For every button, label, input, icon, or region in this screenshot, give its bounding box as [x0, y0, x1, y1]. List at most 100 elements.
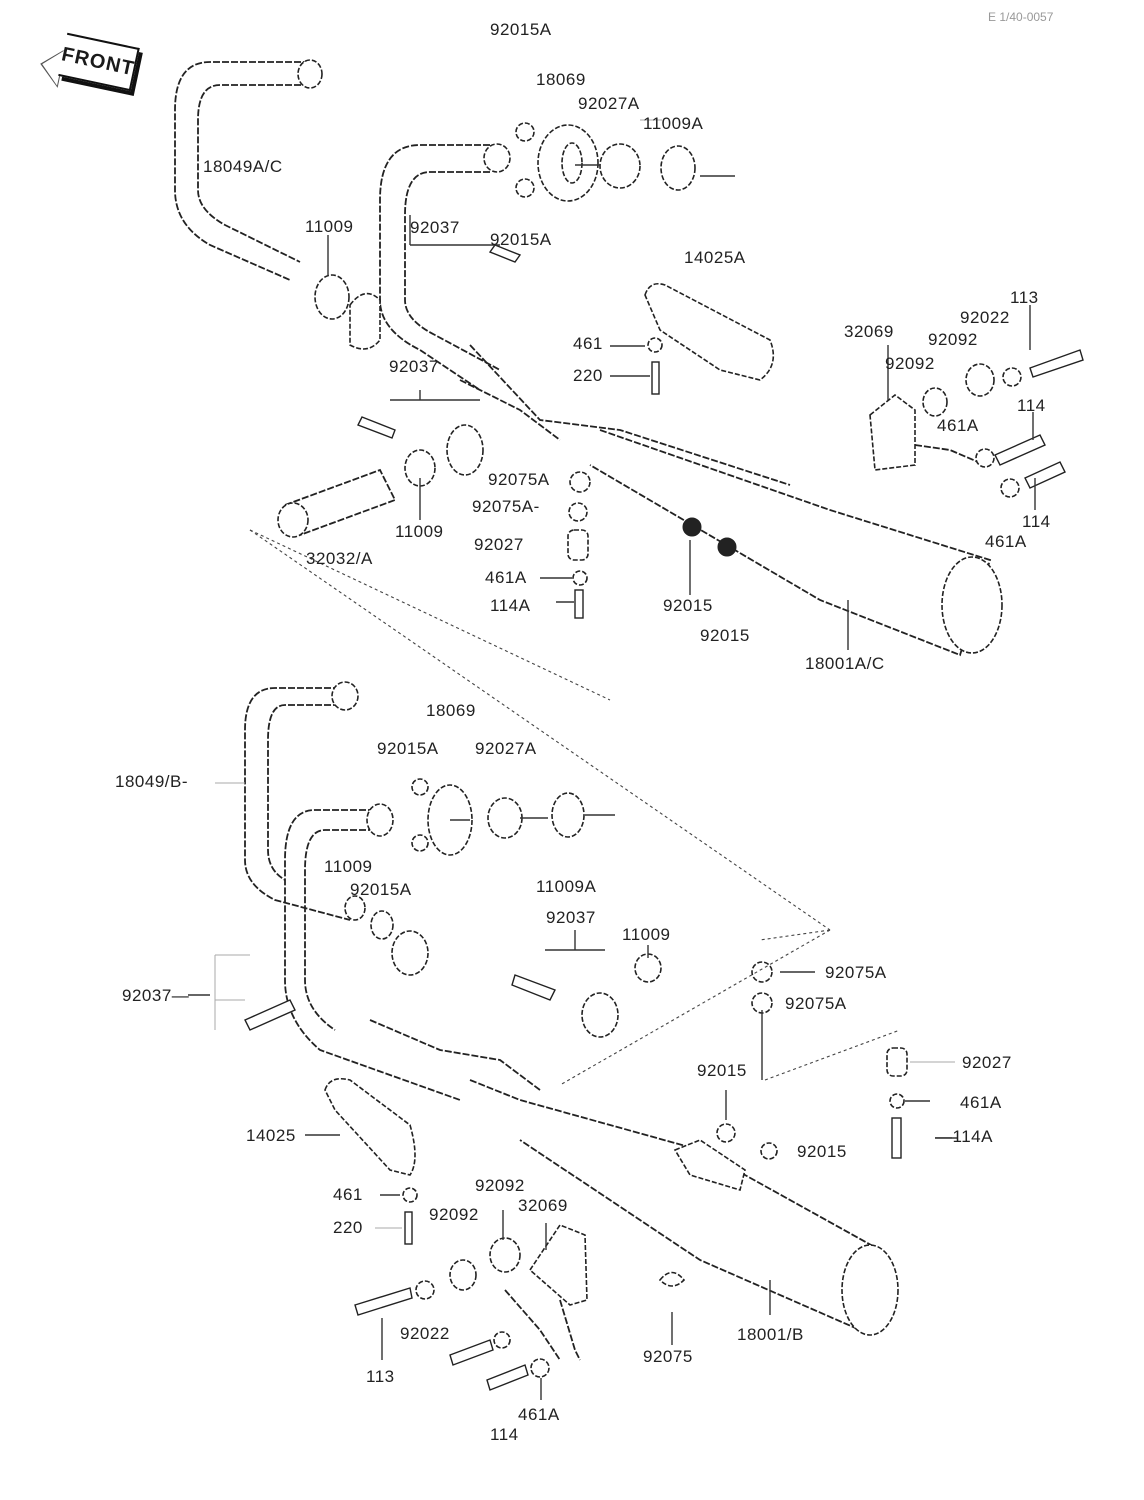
- lower-clamp-mid: [581, 992, 619, 1038]
- part-label: 92075A: [825, 963, 887, 982]
- upper-bolt-114-a: [994, 434, 1046, 466]
- upper-nut-92015A-top: [515, 122, 535, 142]
- upper-pipe-flange-end: [483, 143, 511, 173]
- upper-muffler-end: [941, 556, 1003, 654]
- part-label: 11009: [305, 217, 354, 236]
- upper-nut-461A-c: [572, 570, 588, 586]
- part-label: 461A: [985, 532, 1027, 551]
- upper-pipe-end-cap: [297, 59, 323, 89]
- part-label: 14025A: [684, 248, 746, 267]
- part-label: 220: [573, 366, 603, 385]
- upper-gasket-11009: [314, 274, 350, 320]
- part-label: 461A: [937, 416, 979, 435]
- upper-bolt-113: [1029, 349, 1084, 378]
- part-label: 11009: [324, 857, 373, 876]
- lower-header-pipe-right-inner: [304, 829, 375, 1031]
- lower-heat-shield: [324, 1077, 416, 1176]
- part-label: 92015: [663, 596, 713, 615]
- upper-flange-hole: [561, 142, 583, 184]
- lower-bushing-92092-a: [449, 1259, 477, 1291]
- part-label: 14025: [246, 1126, 296, 1145]
- upper-mount-92075A-b: [568, 502, 588, 522]
- part-label: 461: [333, 1185, 363, 1204]
- part-label: 11009A: [643, 114, 704, 133]
- upper-gasket-11009A: [660, 145, 696, 191]
- part-label: 92037: [546, 908, 596, 927]
- part-label: 18069: [426, 701, 476, 720]
- part-label: 92022: [400, 1324, 450, 1343]
- upper-connector-pipe-2: [459, 379, 561, 441]
- upper-bushing-92092-a: [922, 387, 948, 417]
- part-label: 92037—: [122, 986, 190, 1005]
- lower-bolt-92037-left: [244, 999, 296, 1031]
- part-label: 92015A: [350, 880, 412, 899]
- lower-bolt-114-a: [449, 1339, 494, 1366]
- part-label: 461A: [960, 1093, 1002, 1112]
- lower-assembly: [188, 681, 957, 1400]
- upper-bracket-32069: [869, 393, 916, 471]
- upper-collar-92027A: [599, 143, 641, 189]
- part-label: 92092: [475, 1176, 525, 1195]
- lower-gasket-11009-a: [370, 910, 394, 940]
- lower-mount-92075A-a: [751, 961, 773, 983]
- part-label: 92037: [389, 357, 439, 376]
- lower-gasket-11009-b: [634, 953, 662, 983]
- part-label: 461: [573, 334, 603, 353]
- upper-nut-92015-a: [682, 517, 702, 537]
- upper-bolt-92037: [488, 244, 522, 263]
- part-label: 92015: [797, 1142, 847, 1161]
- part-label: 114A: [490, 596, 531, 615]
- part-label: 32069: [844, 322, 894, 341]
- part-label: 114: [490, 1425, 519, 1444]
- part-label: 92092: [885, 354, 935, 373]
- part-label: 92075: [643, 1347, 693, 1366]
- upper-nut-92015-b: [717, 537, 737, 557]
- part-label: 18049/B-: [115, 772, 188, 791]
- upper-clamp: [349, 292, 381, 350]
- lower-header-pipe-right: [284, 809, 461, 1101]
- lower-nut-461A-a: [493, 1331, 511, 1349]
- upper-nut-461: [647, 337, 663, 353]
- upper-nut-461A-b: [1000, 478, 1020, 498]
- lower-nut-92015-b: [760, 1142, 778, 1160]
- upper-bushing-92092-b: [965, 363, 995, 397]
- upper-collar-92027: [567, 529, 589, 561]
- part-label: 461A: [485, 568, 527, 587]
- lower-pipe-end-cap: [331, 681, 359, 711]
- part-label: 11009: [622, 925, 671, 944]
- reference-code: E 1/40-0057: [988, 10, 1054, 24]
- part-label: 114: [1022, 512, 1051, 531]
- part-label: 92037: [410, 218, 460, 237]
- lower-muffler-end: [841, 1244, 899, 1336]
- part-label: 18001/B: [737, 1325, 804, 1344]
- lower-nut-92015A-top: [411, 778, 429, 796]
- lower-header-pipe-left-inner: [267, 704, 340, 881]
- lower-nut-92015A-bot: [411, 834, 429, 852]
- part-label: 92027: [474, 535, 524, 554]
- part-label: 11009A: [536, 877, 597, 896]
- part-label: 92075A: [488, 470, 550, 489]
- lower-bushing-92092-b: [489, 1237, 521, 1273]
- part-label: 92075A-: [472, 497, 540, 516]
- part-label: 92015: [697, 1061, 747, 1080]
- lower-nut-461A-c: [889, 1093, 905, 1109]
- part-label: 92092: [928, 330, 978, 349]
- part-label: 18049A/C: [203, 157, 283, 176]
- part-label: 92027: [962, 1053, 1012, 1072]
- upper-assembly: [174, 59, 1084, 931]
- upper-bolt-220: [651, 361, 660, 395]
- upper-muffler: [589, 429, 992, 657]
- part-label: 114: [1017, 396, 1046, 415]
- lower-nut-461A-b: [530, 1358, 550, 1378]
- part-label: 461A: [518, 1405, 560, 1424]
- upper-connector-pipe: [469, 344, 791, 486]
- part-label: 18069: [536, 70, 586, 89]
- lower-nut-92015-a: [716, 1123, 736, 1143]
- upper-bolt-92037-b: [357, 416, 396, 439]
- lower-muffler-bracket: [673, 1139, 746, 1192]
- part-label: —114A: [935, 1127, 993, 1146]
- part-label: 220: [333, 1218, 363, 1237]
- upper-clamp-mid: [446, 424, 484, 476]
- upper-silencer-tube-end: [277, 502, 309, 538]
